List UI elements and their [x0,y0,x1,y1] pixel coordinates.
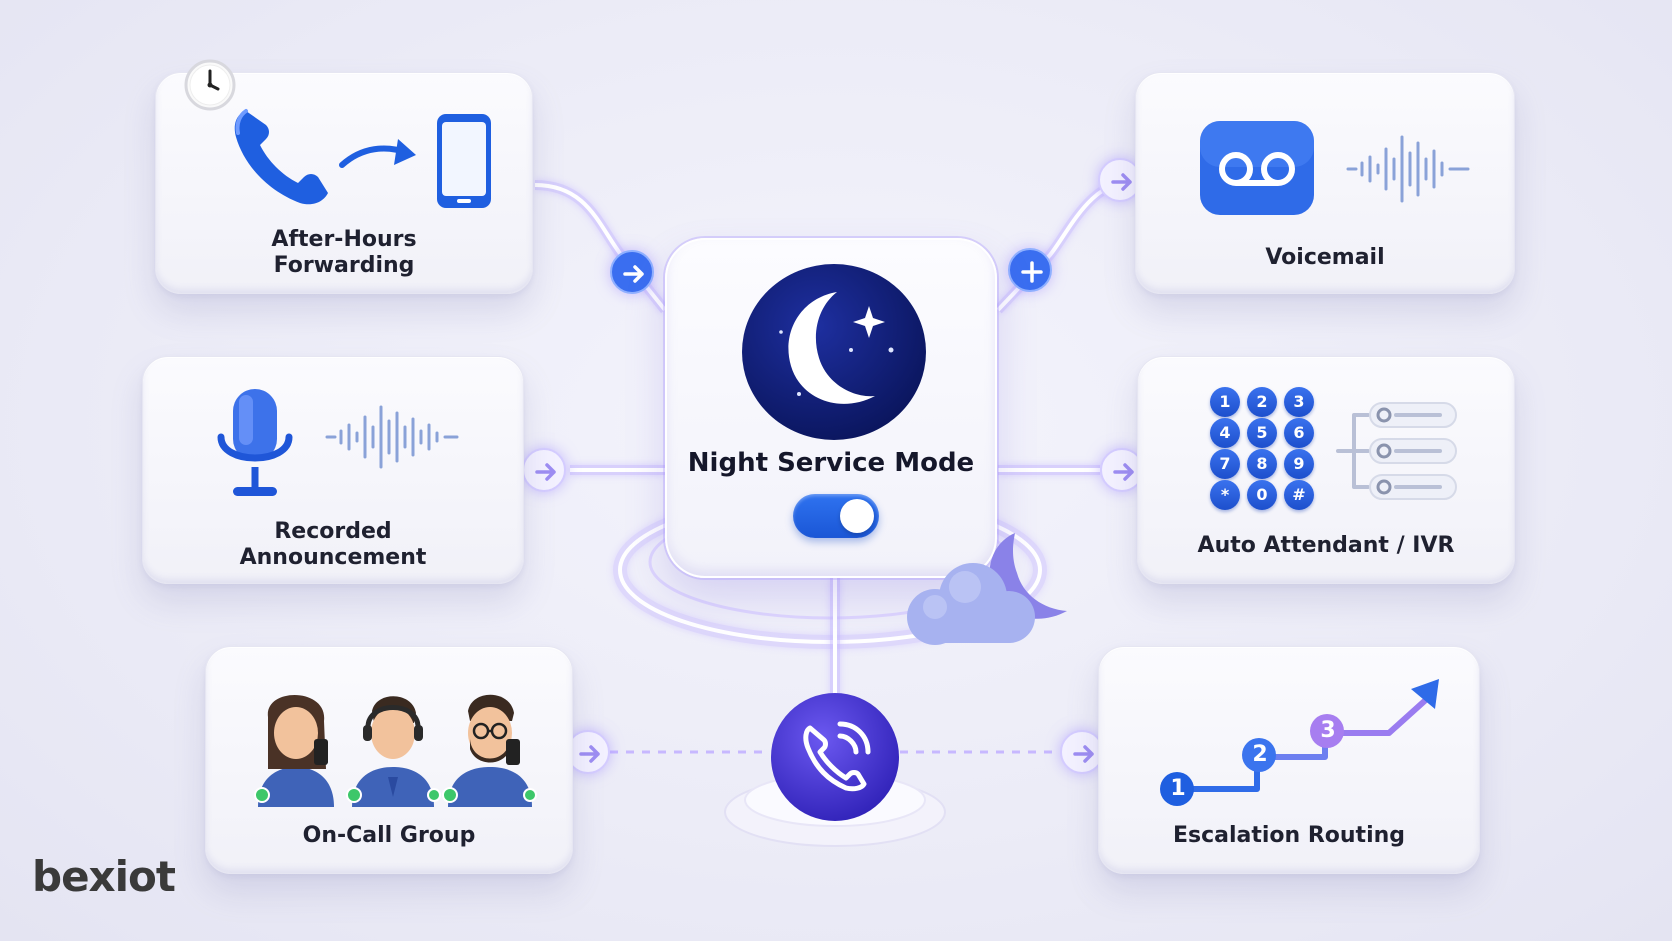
arrow-node-auto-attendant [1100,448,1144,492]
recorded-label-line1: Recorded [274,519,392,544]
arrow-right-icon [1111,173,1132,191]
soundwave-icon [1346,135,1470,203]
menu-tree-icon [1336,402,1457,500]
brand-logo: bexiot [32,852,176,901]
keypad-key: 2 [1247,387,1277,417]
person-avatar-icon [442,694,537,807]
escalation-step-2: 2 [1252,742,1268,767]
night-service-toggle[interactable] [793,494,879,538]
card-after-hours-forwarding[interactable]: After-Hours Forwarding [155,59,533,294]
person-avatar-icon [346,696,441,807]
person-avatar-group [254,694,537,807]
arrow-node-voicemail-in [1008,248,1052,292]
night-service-mode-panel[interactable]: Night Service Mode [665,238,997,578]
arrow-node-recorded [522,448,566,492]
auto-attendant-label: Auto Attendant / IVR [1197,533,1455,558]
on-call-label: On-Call Group [302,823,476,848]
keypad-key: 3 [1284,387,1314,417]
card-recorded-announcement[interactable]: Recorded Announcement [142,356,524,584]
card-on-call-group[interactable]: On-Call Group [205,646,573,874]
microphone-icon [217,389,293,496]
step-path-icon [1160,679,1439,806]
soundwave-icon [325,405,459,469]
escalation-step-1: 1 [1170,776,1186,801]
arrow-node-escalation [1060,730,1104,774]
card-voicemail[interactable]: Voicemail [1135,72,1515,294]
forward-arrow-icon [339,139,416,168]
keypad-key: 9 [1284,449,1314,479]
keypad-key: 6 [1284,418,1314,448]
night-service-mode-title: Night Service Mode [687,448,975,478]
smartphone-icon [437,114,491,208]
keypad-key: * [1210,480,1240,510]
after-hours-label-line2: Forwarding [273,253,415,278]
arrow-right-icon [579,745,600,763]
after-hours-label-line1: After-Hours [271,227,417,252]
voicemail-icon [1200,121,1314,215]
person-avatar-icon [254,694,334,807]
cloud-moon-icon [907,533,1067,645]
clock-icon [184,59,236,111]
plus-icon [1021,261,1043,283]
keypad-key: # [1284,480,1314,510]
arrow-node-on-call [566,730,610,774]
recorded-label-line2: Announcement [239,545,427,570]
escalation-step-3: 3 [1320,718,1336,743]
keypad-key: 7 [1210,449,1240,479]
escalation-label: Escalation Routing [1172,823,1406,848]
keypad-key: 5 [1247,418,1277,448]
arrow-node-after-hours [610,250,654,294]
phone-handset-icon [234,109,328,205]
keypad-key: 8 [1247,449,1277,479]
keypad-key: 1 [1210,387,1240,417]
voicemail-label: Voicemail [1265,245,1385,270]
up-arrow-icon [1411,679,1439,709]
moon-icon [742,264,926,440]
arrow-right-icon [535,463,556,481]
phone-call-icon[interactable] [766,688,904,826]
arrow-right-icon [1073,745,1094,763]
keypad-key: 0 [1247,480,1277,510]
arrow-right-icon [623,265,644,283]
keypad-key: 4 [1210,418,1240,448]
arrow-right-icon [1113,463,1134,481]
toggle-knob[interactable] [840,499,874,533]
card-escalation-routing[interactable]: 1 2 3 Escalation Routing [1098,646,1480,874]
